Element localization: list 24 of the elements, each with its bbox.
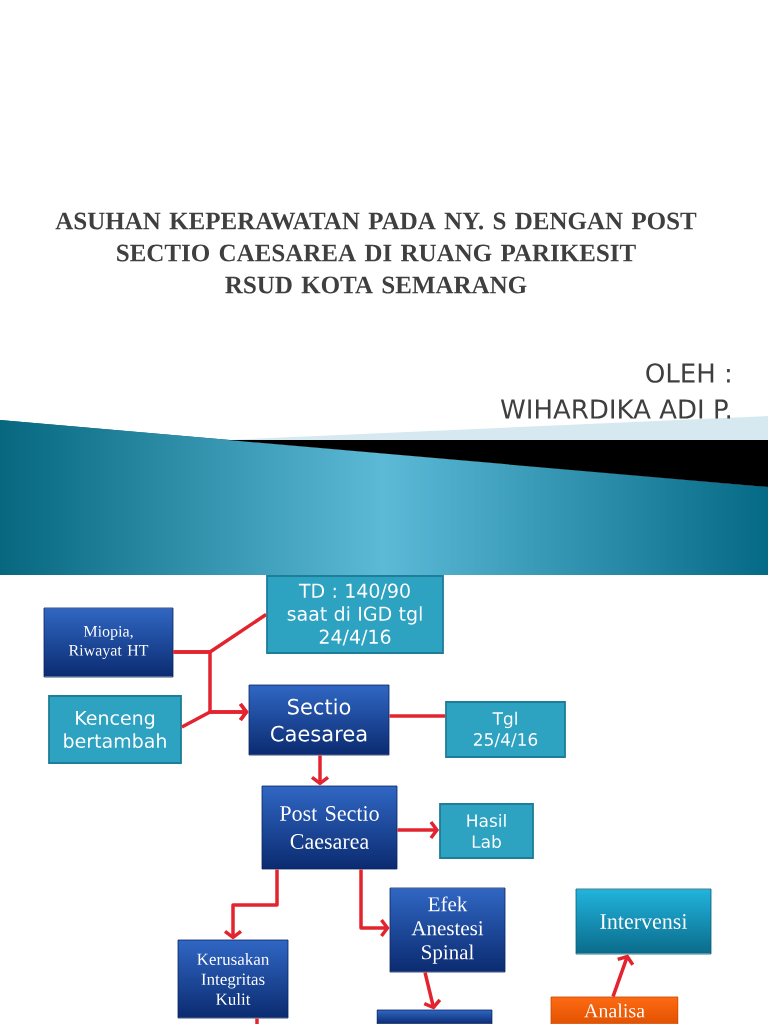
process-box: Miopia, Riwayat HT <box>43 607 174 678</box>
process-box: Hasil Lab <box>439 803 534 859</box>
arrow <box>397 820 440 840</box>
process-box: TD : 140/90 saat di IGD tgl 24/4/16 <box>266 575 444 654</box>
process-box: Sectio Caesarea <box>248 684 390 756</box>
process-box: Intervensi <box>575 888 712 955</box>
connector-line <box>255 1018 259 1024</box>
arrow <box>359 869 390 938</box>
arrow <box>611 954 635 998</box>
byline: OLEH : <box>646 363 730 383</box>
process-box: Kerusakan Integritas Kulit <box>177 939 289 1019</box>
slide-title: ASUHAN KEPERAWATAN PADA NY. S DENGAN POST SECTIO CAESAREA DI RUANG PARIKESIT RSUD KOTA SEMARANG <box>55 212 697 294</box>
empty-box <box>376 1009 493 1024</box>
process-box: Post Sectio Caesarea <box>261 785 398 870</box>
process-box: Analisa <box>550 996 679 1024</box>
connector-line <box>389 714 446 718</box>
process-box: Kenceng bertambah <box>48 695 182 764</box>
process-box: Efek Anestesi Spinal <box>389 887 506 973</box>
process-box: Tgl 25/4/16 <box>445 701 566 758</box>
byline: WIHARDIKA ADI P. <box>500 399 731 419</box>
arrow <box>423 972 442 1010</box>
arrow <box>181 702 249 729</box>
arrow <box>223 869 279 940</box>
arrow <box>310 755 330 786</box>
